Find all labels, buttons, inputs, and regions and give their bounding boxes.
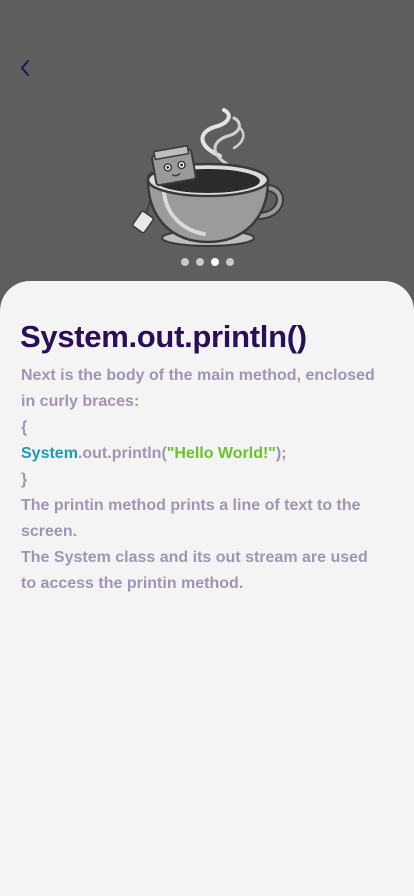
page-dot[interactable] (180, 258, 189, 266)
paragraph-line: screen. (21, 523, 78, 540)
page-dot[interactable] (210, 258, 219, 266)
chevron-left-icon (21, 60, 29, 76)
page-dot[interactable] (195, 258, 204, 266)
lesson-body: Next is the body of the main method, enc… (21, 363, 375, 597)
code-brace-close: } (21, 471, 28, 488)
paragraph-line: The System class and its out stream are … (21, 549, 368, 566)
paragraph-line: Next is the body of the main method, enc… (21, 367, 375, 384)
code-line: System.out.println("Hello World!"); (21, 441, 371, 467)
paragraph-line: The printin method prints a line of text… (21, 497, 361, 514)
page-dot[interactable] (225, 258, 234, 266)
code-method: .out.println( (77, 445, 167, 462)
paragraph-line: in curly braces: (21, 393, 140, 410)
page-indicator (0, 258, 414, 266)
coffee-cup-robot-illustration (132, 108, 284, 247)
code-brace-open: { (21, 419, 28, 436)
code-string-literal: "Hello World!" (166, 445, 276, 462)
code-class-name: System (21, 445, 78, 462)
lesson-sheet: System.out.println() Next is the body of… (0, 281, 414, 896)
code-end: ); (275, 445, 287, 462)
lesson-title: System.out.println() (20, 319, 307, 354)
back-button[interactable] (12, 55, 38, 81)
paragraph-line: to access the printin method. (21, 575, 244, 592)
